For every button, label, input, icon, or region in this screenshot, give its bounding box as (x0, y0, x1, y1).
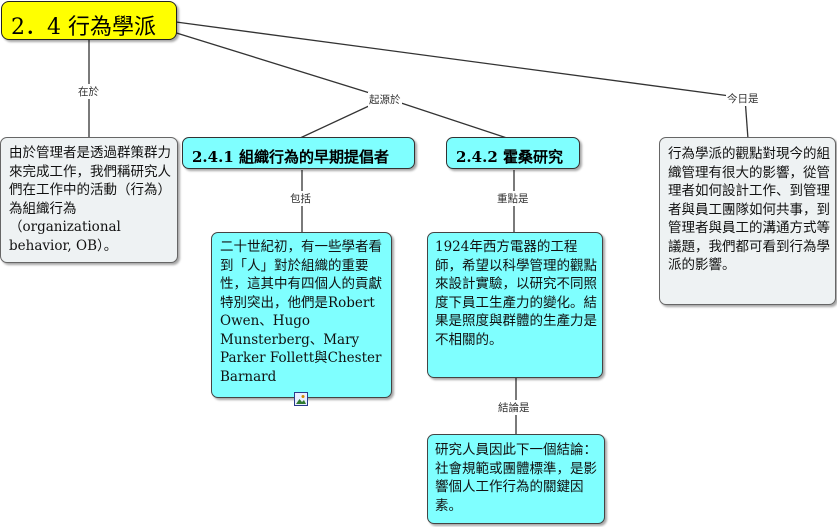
hawthorne-body[interactable]: 1924年西方電器的工程師，希望以科學管理的觀點來設計實驗，以研究不同照度下員工… (427, 232, 603, 378)
hawthorne-title: 2.4.2 霍桑研究 (456, 148, 563, 166)
early-advocates-text: 二十世紀初，有一些學者看到「人」對於組織的重要性，這其中有四個人的貢獻特別突出，… (220, 239, 382, 385)
image-attachment-icon[interactable] (294, 392, 308, 406)
link-label-in: 在於 (77, 84, 100, 99)
link-label-includes: 包括 (289, 191, 312, 206)
today-node[interactable]: 行為學派的觀點對現今的組織管理有很大的影響，從管理者如何設計工作、到管理者與員工… (659, 137, 836, 305)
hawthorne-text: 1924年西方電器的工程師，希望以科學管理的觀點來設計實驗，以研究不同照度下員工… (435, 239, 597, 348)
link-label-conclusion: 結論是 (497, 400, 531, 415)
central-topic-label: 2．4 行為學派 (11, 15, 156, 40)
early-advocates-body[interactable]: 二十世紀初，有一些學者看到「人」對於組織的重要性，這其中有四個人的貢獻特別突出，… (211, 232, 392, 398)
definition-node[interactable]: 由於管理者是透過群策群力來完成工作，我們稱研究人們在工作中的活動（行為）為組織行… (0, 137, 178, 263)
link-label-today: 今日是 (726, 91, 760, 106)
link-label-focus: 重點是 (496, 191, 530, 206)
hawthorne-conclusion-text: 研究人員因此下一個結論：社會規範或團體標準，是影響個人工作行為的關鍵因素。 (435, 442, 597, 514)
early-advocates-topic[interactable]: 2.4.1 組織行為的早期提倡者 (182, 137, 415, 169)
today-text: 行為學派的觀點對現今的組織管理有很大的影響，從管理者如何設計工作、到管理者與員工… (668, 146, 830, 273)
central-topic[interactable]: 2．4 行為學派 (1, 1, 177, 40)
early-advocates-title: 2.4.1 組織行為的早期提倡者 (192, 148, 389, 166)
hawthorne-topic[interactable]: 2.4.2 霍桑研究 (446, 137, 580, 169)
link-label-origin: 起源於 (368, 92, 402, 107)
definition-text: 由於管理者是透過群策群力來完成工作，我們稱研究人們在工作中的活動（行為）為組織行… (9, 145, 171, 254)
hawthorne-conclusion-node[interactable]: 研究人員因此下一個結論：社會規範或團體標準，是影響個人工作行為的關鍵因素。 (427, 434, 605, 524)
